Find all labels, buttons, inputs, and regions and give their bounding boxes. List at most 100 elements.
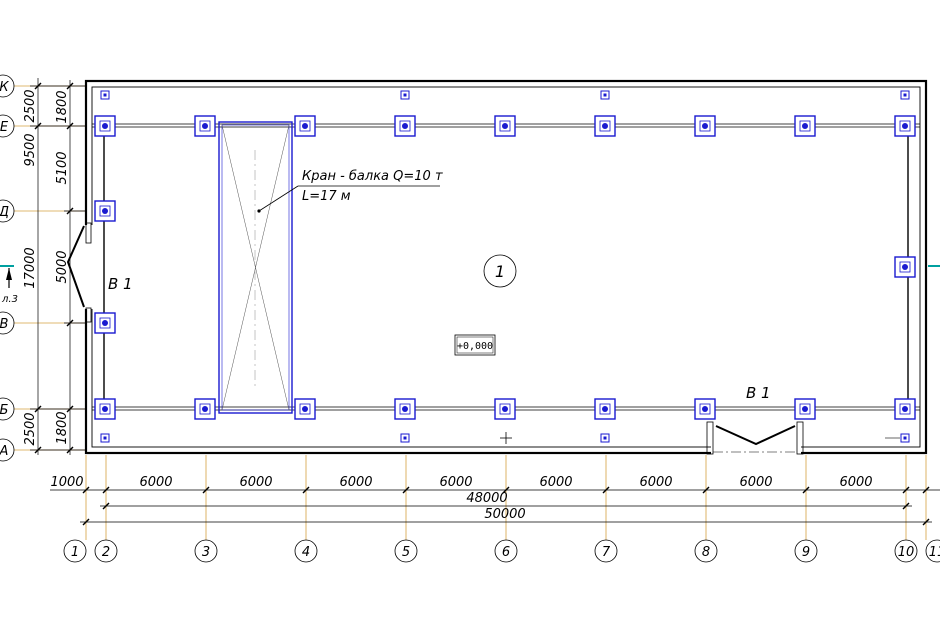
building-walls [84, 79, 928, 455]
dim-tick [922, 518, 930, 526]
column-axis-label: 2 [102, 545, 110, 560]
column-axis-label: 10 [898, 545, 915, 560]
dim-tick [34, 405, 42, 413]
dim-tick [34, 82, 42, 90]
column [694, 115, 716, 137]
column-axis-bubble: 7 [594, 539, 618, 563]
crane-leader [258, 185, 440, 212]
column [694, 398, 716, 420]
dim-tick [66, 319, 74, 327]
dim-left-inner-2: 5100 [55, 151, 70, 184]
dim-bottom-4: 6000 [339, 475, 372, 490]
column-axis-label: 4 [302, 545, 310, 560]
column [194, 115, 216, 137]
floor-level-text: +0,000 [457, 341, 493, 352]
dim-tick [34, 446, 42, 454]
dim-tick [202, 486, 210, 494]
dim-tick [66, 122, 74, 130]
column-axis-bubble: 10 [894, 539, 918, 563]
gate-label-left: В 1 [108, 275, 133, 293]
column [400, 90, 410, 100]
column-axis-bubble: 6 [494, 539, 518, 563]
column [600, 433, 610, 443]
dim-bottom-2: 6000 [139, 475, 172, 490]
dim-bottom-7: 6000 [639, 475, 672, 490]
dim-tick [102, 486, 110, 494]
dim-tick [402, 486, 410, 494]
dim-bottom-6: 6000 [539, 475, 572, 490]
dim-left-inner-4: 1800 [55, 411, 70, 444]
column [194, 398, 216, 420]
dim-bottom-overall-outer: 50000 [484, 507, 525, 522]
column [494, 115, 516, 137]
column [294, 398, 316, 420]
dim-bottom-9: 6000 [839, 475, 872, 490]
floor-level-marker: +0,000 [454, 334, 496, 356]
column-axis-label: 6 [502, 545, 510, 560]
dim-tick [702, 486, 710, 494]
column-axis-bubbles: 12 3 4 5 6 7 8 9 10 11 [63, 539, 940, 563]
column [100, 433, 110, 443]
column-axis-bubble: 3 [194, 539, 218, 563]
row-axis-label-d: Д [0, 205, 9, 220]
dim-left-outer-1: 2500 [23, 89, 38, 122]
column [600, 90, 610, 100]
bottom-dimension-texts: 1000 6000 6000 6000 6000 6000 6000 6000 … [50, 475, 872, 522]
column-axis-bubble: 11 [925, 539, 940, 563]
gate-left [66, 222, 94, 323]
row-axis-label-a: А [0, 444, 8, 459]
bottom-dimension-lines [50, 489, 940, 523]
row-axis-label-k: К [0, 80, 9, 95]
dim-left-outer-4: 2500 [23, 412, 38, 445]
dim-tick [66, 207, 74, 215]
column [294, 115, 316, 137]
column [100, 90, 110, 100]
column-axis-bubble: 9 [794, 539, 818, 563]
dim-tick [82, 486, 90, 494]
column [400, 433, 410, 443]
dim-tick [902, 502, 910, 510]
dim-tick [66, 82, 74, 90]
column [894, 115, 916, 137]
dim-left-inner-3: 5000 [55, 250, 70, 283]
column [894, 256, 916, 278]
section-mark-label: л.3 [1, 294, 18, 305]
column [494, 398, 516, 420]
column-axis-bubble: 4 [294, 539, 318, 563]
dim-bottom-1: 1000 [50, 475, 83, 490]
dim-bottom-5: 6000 [439, 475, 472, 490]
column-axis-bubble: 2 [94, 539, 118, 563]
row-axis-label-b: Б [0, 403, 9, 418]
column [94, 312, 116, 334]
column [900, 90, 910, 100]
dim-bottom-overall-inner: 48000 [466, 491, 507, 506]
dim-tick [82, 518, 90, 526]
column-axis-lines [85, 455, 927, 540]
dim-tick [802, 486, 810, 494]
column [94, 200, 116, 222]
dim-tick [66, 405, 74, 413]
dim-tick [34, 122, 42, 130]
column-axis-bubble: 8 [694, 539, 718, 563]
crane-label-line1: Кран - балка Q=10 т [302, 169, 443, 184]
dim-left-inner-1: 1800 [55, 90, 70, 123]
column [594, 115, 616, 137]
gate-bottom [706, 421, 804, 456]
column [894, 398, 916, 420]
column-axis-bubble: 1 [63, 539, 87, 563]
dim-tick [66, 446, 74, 454]
left-dimension-lines [30, 78, 86, 455]
column-axis-label: 7 [602, 545, 611, 560]
column-axis-label: 11 [929, 545, 940, 560]
column-axis-label: 8 [702, 545, 710, 560]
row-axis-label-v: В [0, 317, 9, 332]
crane-beam [218, 121, 293, 414]
dim-tick [902, 486, 910, 494]
column-axis-label: 3 [202, 545, 210, 560]
dim-left-outer-3: 17000 [23, 247, 38, 288]
column-axis-bubble: 5 [394, 539, 418, 563]
column [900, 433, 910, 443]
room-marker: 1 [483, 254, 517, 288]
dim-tick [922, 486, 930, 494]
